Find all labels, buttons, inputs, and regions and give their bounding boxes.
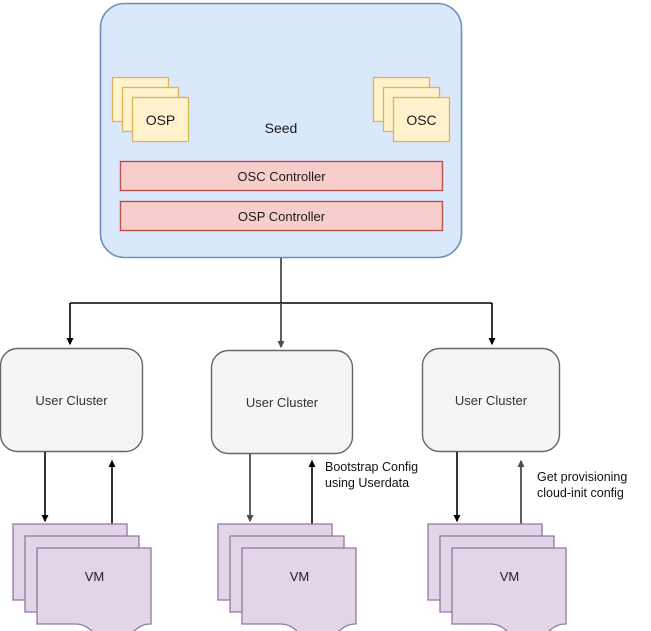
vm-stack-2[interactable] xyxy=(217,523,357,631)
edge-label-bootstrap-config: Bootstrap Config using Userdata xyxy=(325,460,419,490)
osp-note-stack xyxy=(111,76,190,143)
vm-front-2 xyxy=(241,547,357,631)
seed-to-clusters-edge xyxy=(66,258,496,349)
osp-controller-bar xyxy=(119,200,444,232)
osc-controller-bar xyxy=(119,160,444,192)
user-cluster-box-3[interactable] xyxy=(421,347,561,453)
vm-stack-1[interactable] xyxy=(12,523,152,631)
osc-note-front xyxy=(392,96,451,143)
user-cluster-box-1[interactable] xyxy=(0,347,144,453)
vm-front-3 xyxy=(451,547,567,631)
vm-stack-3[interactable] xyxy=(427,523,567,631)
seed-container xyxy=(99,2,463,259)
edge-label-get-provisioning: Get provisioning cloud-init config xyxy=(537,470,628,500)
vm-front-1 xyxy=(36,547,152,631)
cluster3-vm-edges xyxy=(453,452,525,528)
osc-note-stack xyxy=(372,76,451,143)
cluster2-vm-edges xyxy=(246,454,316,528)
osp-note-front xyxy=(131,96,190,143)
cluster1-vm-edges xyxy=(41,452,116,528)
user-cluster-box-2[interactable] xyxy=(210,349,354,455)
